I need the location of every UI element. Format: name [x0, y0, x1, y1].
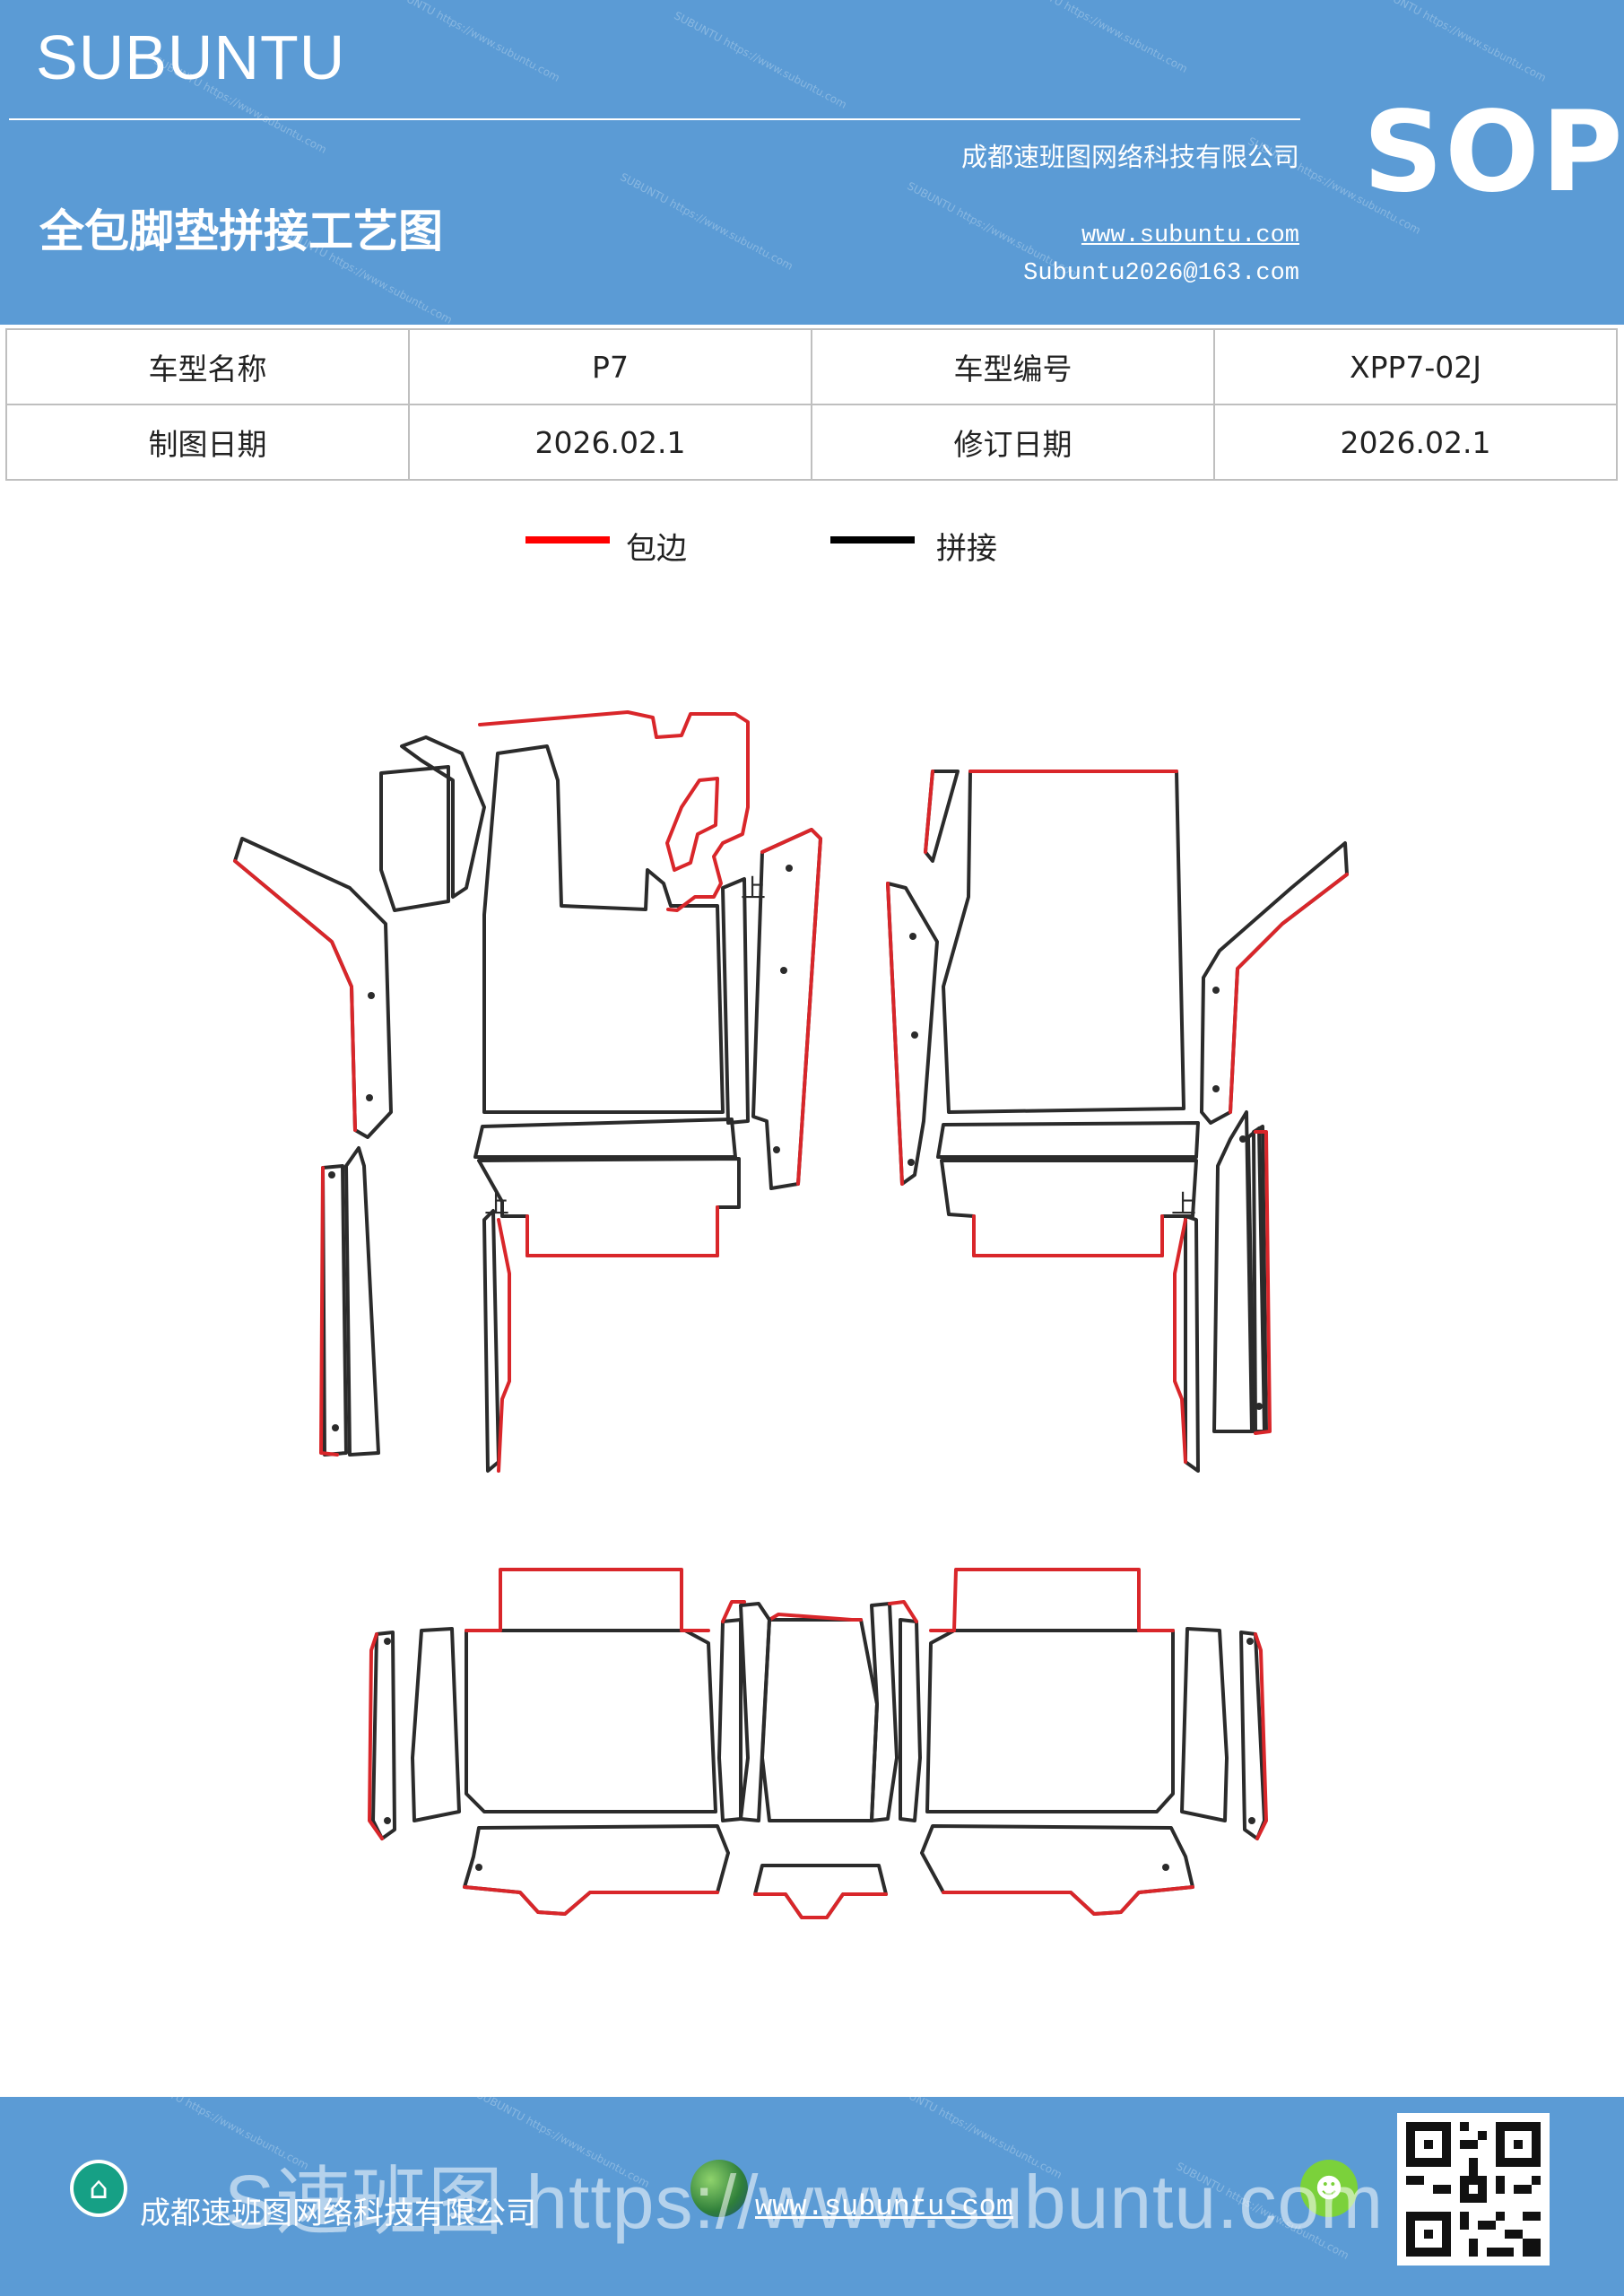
mat-edge-rear-center-top [768, 1613, 863, 1622]
splice-label: 拼接 [936, 531, 997, 567]
mat-piece-rear-center-lower [753, 1864, 888, 1919]
mat-edge-driver-hook [665, 777, 719, 872]
model-code-label: 车型编号 [811, 328, 1215, 405]
fastener-dots [328, 865, 1263, 1871]
document-title: 全包脚垫拼接工艺图 [39, 204, 443, 257]
mat-piece-rear-center-right-strip2 [899, 1618, 922, 1822]
mat-pieces-svg: 上 上 上 [233, 710, 1349, 1919]
mat-piece-driver-step [477, 1157, 741, 1257]
model-name-label: 车型名称 [5, 328, 410, 405]
mat-piece-driver-left-strip [321, 1164, 348, 1457]
table-row: 车型名称 P7 车型编号 XPP7-02J [5, 328, 1618, 405]
mat-edge-driver-step [525, 1205, 719, 1257]
mat-piece-rear-left-main [465, 1629, 717, 1813]
edging-label: 包边 [626, 531, 687, 567]
mat-piece-passenger-inner-strip [1184, 1214, 1200, 1473]
wechat-icon: ☻ [1300, 2160, 1358, 2217]
email-address[interactable]: Subuntu2026@163.com [1023, 260, 1299, 287]
building-icon: ⌂ [70, 2160, 127, 2217]
footer-company: 成都速班图网络科技有限公司 [140, 2196, 536, 2231]
mat-edge-rear-right-lower [942, 1885, 1194, 1916]
up-marker: 上 [741, 874, 766, 903]
mat-edge-rear-center-strips [721, 1600, 746, 1623]
brand-name: SUBUNTU [36, 22, 346, 92]
up-marker: 上 [484, 1189, 509, 1219]
table-row: 制图日期 2026.02.1 修订日期 2026.02.1 [5, 404, 1618, 481]
mat-piece-driver-left-strip2 [344, 1146, 380, 1457]
mat-piece-rear-left-outer [371, 1631, 396, 1840]
mat-piece-rear-left-strip [411, 1627, 461, 1822]
mat-piece-rear-right-strip [1180, 1627, 1229, 1822]
mat-piece-driver-main [482, 744, 725, 1114]
mat-piece-rear-center [760, 1618, 879, 1822]
mat-edge-rear-center-strips-r [888, 1600, 918, 1623]
mat-piece-rear-right-main [925, 1629, 1175, 1813]
mat-piece-rear-center-right-strip [870, 1602, 899, 1822]
website-link[interactable]: www.subuntu.com [1081, 222, 1299, 249]
draw-date-value: 2026.02.1 [408, 404, 812, 481]
footer-banner: SUBUNTU https://www.subuntu.com SUBUNTU … [0, 2097, 1624, 2296]
mat-edge-rear-left-outer [368, 1632, 384, 1840]
sop-badge: SOP [1363, 88, 1624, 217]
mat-piece-passenger-step [940, 1159, 1198, 1257]
mat-edge-rear-right-top [929, 1568, 1175, 1632]
mat-piece-driver-sill [233, 837, 393, 1139]
header-banner: SUBUNTU https://www.subuntu.com SUBUNTU … [0, 0, 1624, 325]
mat-edge-passenger-front-strip [924, 770, 934, 854]
mat-piece-passenger-bar [936, 1121, 1200, 1159]
mat-edge-passenger-inner-strip [1173, 1218, 1187, 1464]
mat-piece-rear-center-left-strip [739, 1602, 771, 1822]
mat-edge-driver-sill [233, 859, 357, 1132]
footer-website-link[interactable]: www.subuntu.com [755, 2190, 1014, 2223]
splice-swatch [830, 536, 915, 544]
footer-overlay-text: S速班图 https://www.subuntu.com [224, 2160, 1385, 2244]
revise-date-label: 修订日期 [811, 404, 1215, 481]
draw-date-label: 制图日期 [5, 404, 410, 481]
qr-code[interactable] [1397, 2113, 1550, 2266]
model-code-value: XPP7-02J [1213, 328, 1618, 405]
mat-piece-driver-inner-strip [482, 1209, 500, 1473]
mat-edge-driver-left-strip [319, 1166, 339, 1457]
mat-edge-passenger-left-wing [886, 882, 904, 1186]
company-name: 成都速班图网络科技有限公司 [960, 142, 1299, 172]
mat-edge-driver-door-strip [760, 828, 822, 1186]
mat-piece-passenger-sill [1200, 841, 1349, 1125]
globe-icon [690, 2160, 748, 2217]
mat-edge-passenger-outer-strip [1254, 1130, 1272, 1435]
mat-piece-rear-left-lower [463, 1824, 730, 1916]
mat-edge-driver-inner-strip [497, 1218, 511, 1473]
mat-piece-driver-bar [473, 1118, 737, 1159]
header-divider [9, 118, 1300, 120]
revise-date-value: 2026.02.1 [1213, 404, 1618, 481]
up-marker: 上 [1171, 1189, 1196, 1219]
model-info-table: 车型名称 P7 车型编号 XPP7-02J 制图日期 2026.02.1 修订日… [5, 328, 1618, 481]
mat-piece-pedal-box [379, 765, 450, 912]
mat-edge-rear-center-lower [753, 1892, 888, 1919]
mat-piece-rear-right-lower [920, 1824, 1194, 1916]
edging-swatch [525, 536, 610, 544]
mat-piece-rear-center-left-strip2 [717, 1618, 743, 1822]
floor-mat-diagram: 上 上 上 [0, 574, 1624, 2099]
mat-edge-passenger-sill [1229, 873, 1349, 1114]
legend: 包边 拼接 [0, 524, 1624, 569]
mat-piece-passenger-right-strip [1212, 1110, 1254, 1433]
mat-edge-rear-left-lower [463, 1885, 719, 1916]
model-name-value: P7 [408, 328, 812, 405]
mat-edge-rear-right-outer [1254, 1632, 1268, 1840]
mat-piece-driver-right-strip [721, 877, 750, 1125]
mat-piece-pedal-wedge [400, 735, 486, 899]
mat-edge-driver-top [478, 710, 750, 912]
mat-piece-passenger-main [942, 770, 1185, 1114]
mat-edge-passenger-step [972, 1214, 1164, 1257]
mat-edge-rear-left-top [465, 1568, 710, 1632]
